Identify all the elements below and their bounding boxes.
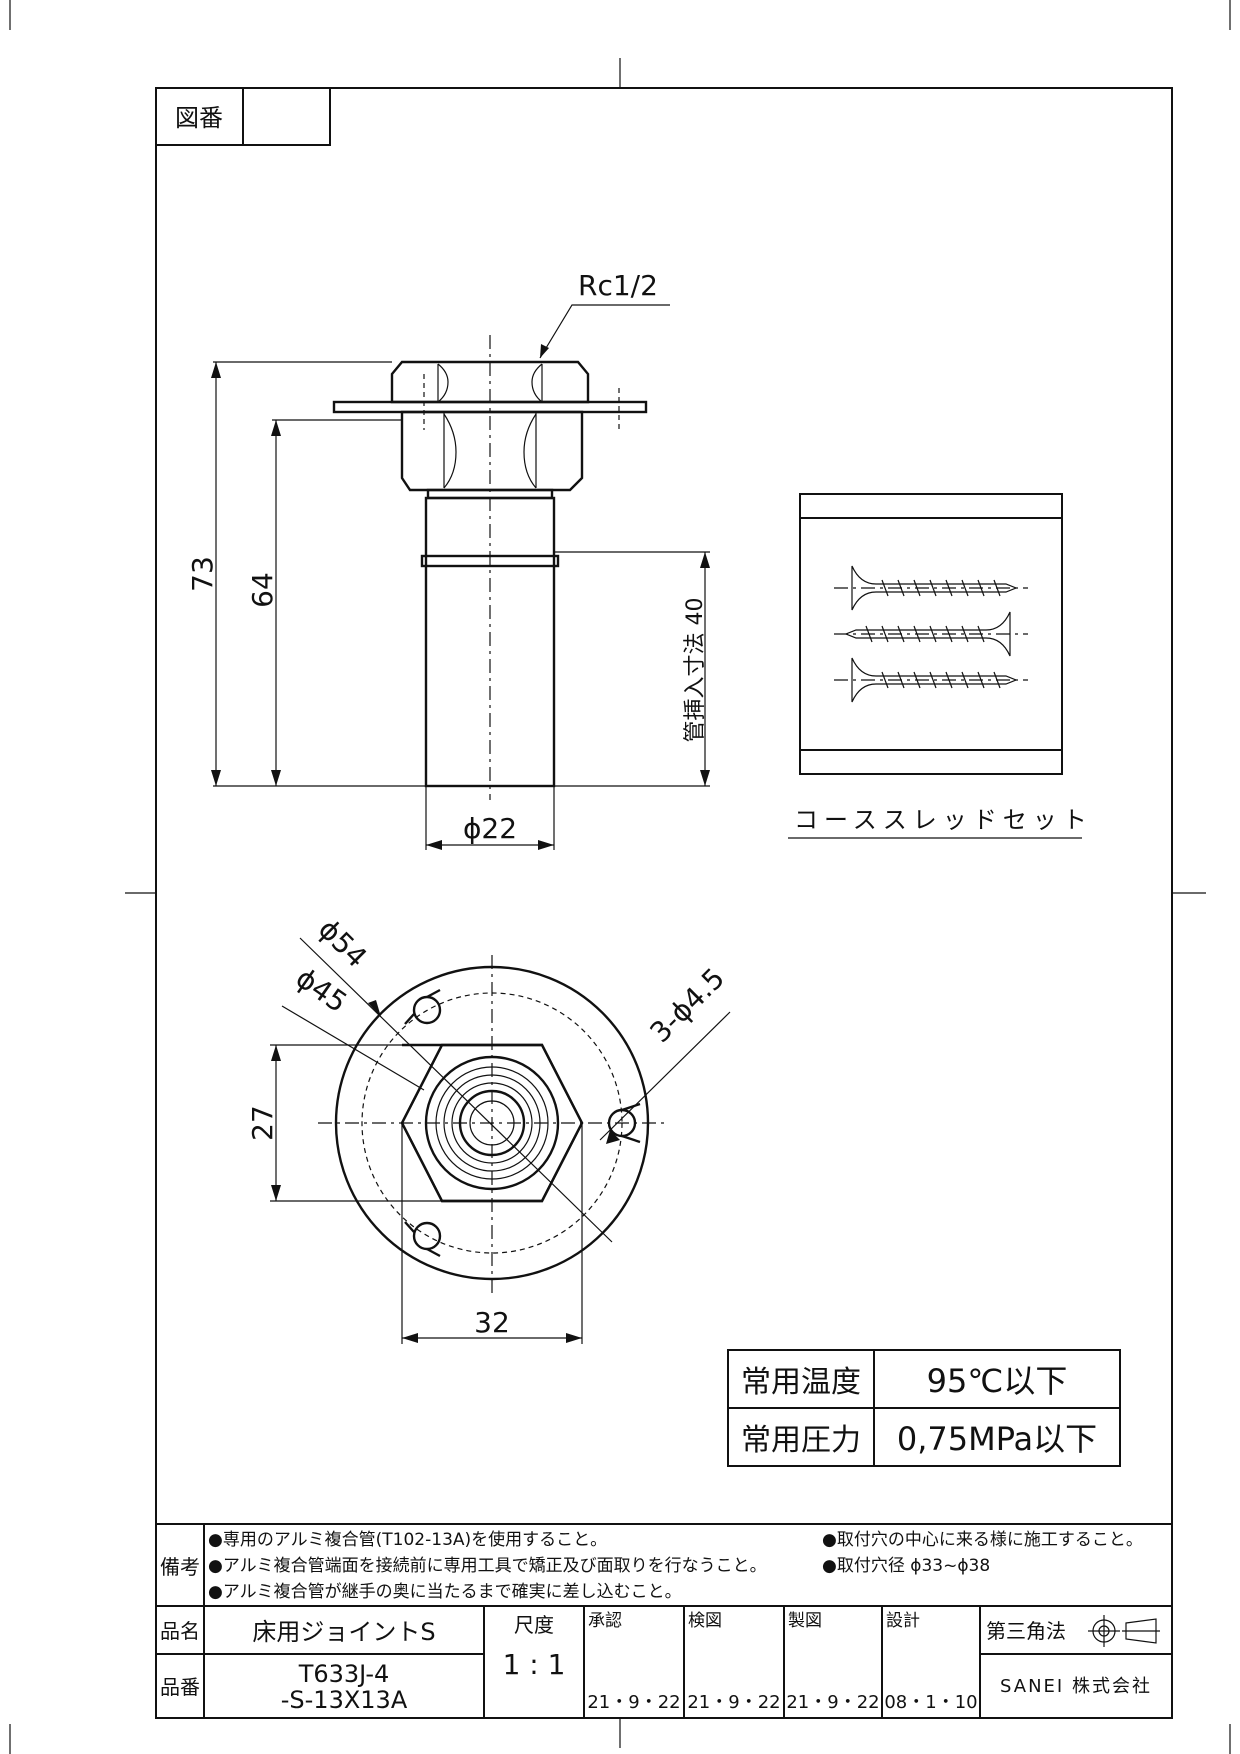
company-name: SANEI 株式会社 bbox=[1000, 1676, 1152, 1697]
scale-label: 尺度 bbox=[514, 1613, 554, 1637]
screw-icon bbox=[834, 565, 1028, 611]
note-line-2: ●アルミ複合管端面を接続前に専用工具で矯正及び面取りを行なうこと。 bbox=[208, 1556, 767, 1576]
title-block: 品名 床用ジョイントS 品番 T633J-4 -S-13X13A 尺度 1 : … bbox=[156, 1606, 1172, 1718]
screw-set-illustration: コーススレッドセット bbox=[788, 493, 1093, 839]
drawing-number-box: 図番 bbox=[155, 87, 331, 146]
scale-value: 1 : 1 bbox=[503, 1648, 566, 1681]
product-number-line1: T633J-4 bbox=[298, 1660, 390, 1688]
dim-hex-corner: 32 bbox=[474, 1306, 510, 1339]
note-line-5: ●取付穴径 ϕ33~ϕ38 bbox=[822, 1556, 990, 1576]
drawn-label: 製図 bbox=[788, 1611, 822, 1631]
screw-icon bbox=[834, 611, 1028, 657]
spec-value-temperature: 95℃以下 bbox=[927, 1362, 1068, 1400]
screw-icon bbox=[834, 657, 1028, 703]
drawing-number-label: 図番 bbox=[175, 104, 223, 132]
dim-hole-pcd: ϕ45 bbox=[290, 961, 353, 1019]
checked-date: 21・9・22 bbox=[687, 1692, 780, 1713]
third-angle-projection-icon bbox=[1088, 1615, 1160, 1647]
dim-flange-diameter: ϕ54 bbox=[312, 912, 374, 974]
product-name-label: 品名 bbox=[160, 1619, 200, 1643]
accessory-label: コーススレッドセット bbox=[794, 806, 1093, 834]
dim-overall-height: 73 bbox=[186, 556, 219, 592]
projection-label: 第三角法 bbox=[986, 1619, 1066, 1643]
drawing-border bbox=[155, 87, 1173, 1719]
notes-label: 備考 bbox=[160, 1555, 200, 1579]
top-view: ϕ54 ϕ45 3-ϕ4.5 27 32 bbox=[246, 912, 731, 1344]
note-line-4: ●取付穴の中心に来る様に施工すること。 bbox=[822, 1530, 1143, 1550]
dim-insertion-depth: 管挿入寸法 40 bbox=[683, 598, 708, 743]
note-line-3: ●アルミ複合管が継手の奥に当たるまで確実に差し込むこと。 bbox=[208, 1582, 682, 1602]
designed-label: 設計 bbox=[886, 1611, 920, 1631]
drawn-date: 21・9・22 bbox=[786, 1692, 879, 1713]
product-number-label: 品番 bbox=[160, 1675, 200, 1699]
dim-body-height: 64 bbox=[246, 572, 279, 608]
notes-block: 備考 ●専用のアルミ複合管(T102-13A)を使用すること。 ●アルミ複合管端… bbox=[156, 1523, 1172, 1607]
sheet-marks bbox=[9, 0, 1231, 1754]
dim-pipe-diameter: ϕ22 bbox=[463, 812, 517, 845]
spec-label-pressure: 常用圧力 bbox=[741, 1423, 861, 1458]
dim-mounting-holes: 3-ϕ4.5 bbox=[643, 961, 731, 1049]
spec-label-temperature: 常用温度 bbox=[741, 1365, 861, 1400]
spec-table: 常用温度 95℃以下 常用圧力 0,75MPa以下 bbox=[727, 1349, 1121, 1467]
approved-label: 承認 bbox=[588, 1611, 622, 1631]
thread-label: Rc1/2 bbox=[578, 269, 658, 302]
designed-date: 08・1・10 bbox=[884, 1692, 977, 1713]
checked-label: 検図 bbox=[688, 1611, 722, 1631]
front-view: Rc1/2 73 64 管挿入寸法 40 ϕ22 bbox=[186, 269, 710, 850]
product-name: 床用ジョイントS bbox=[252, 1618, 435, 1646]
approved-date: 21・9・22 bbox=[587, 1692, 680, 1713]
dim-hex-flat: 27 bbox=[246, 1105, 279, 1141]
spec-value-pressure: 0,75MPa以下 bbox=[897, 1420, 1097, 1458]
note-line-1: ●専用のアルミ複合管(T102-13A)を使用すること。 bbox=[208, 1529, 607, 1550]
product-number-line2: -S-13X13A bbox=[281, 1686, 408, 1714]
